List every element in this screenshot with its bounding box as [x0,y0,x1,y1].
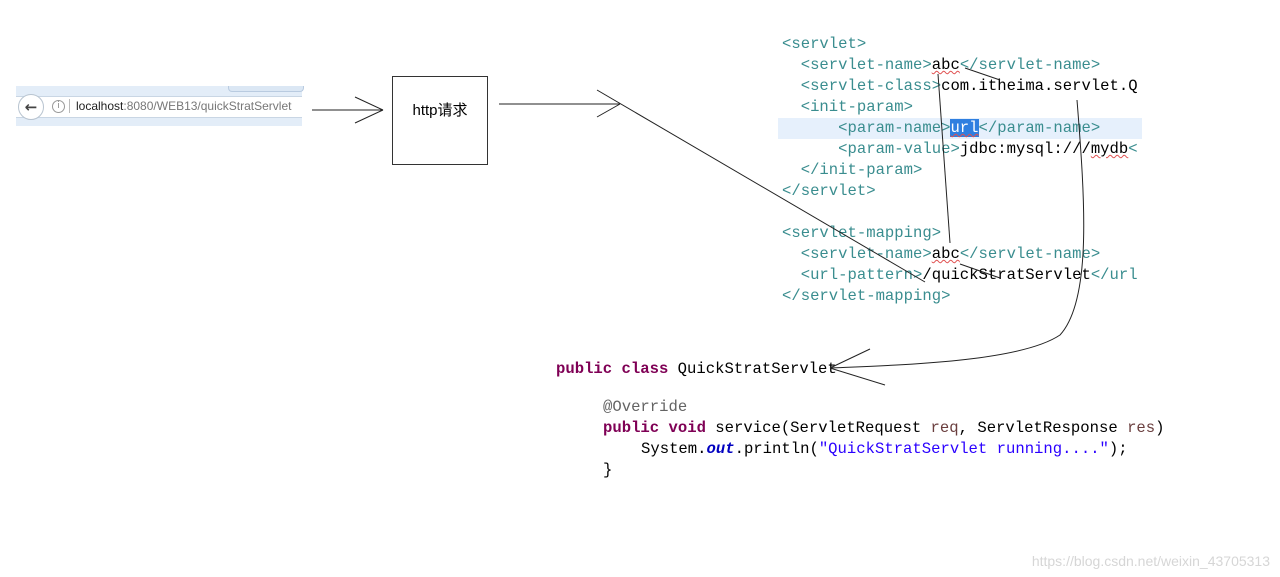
xml-line: </init-param> [782,161,923,179]
xml-line: </servlet> [782,182,876,200]
info-icon[interactable]: i [52,100,65,113]
java-line: System.out.println("QuickStratServlet ru… [641,440,1128,458]
java-line: @Override [603,398,688,416]
xml-line: </servlet-mapping> [782,287,951,305]
url-bar[interactable]: ← i localhost:8080/WEB13/quickStratServl… [16,94,302,120]
watermark: https://blog.csdn.net/weixin_43705313 [1031,553,1270,569]
xml-line: <servlet-name>abc</servlet-name> [782,245,1101,263]
arrow-class-to-java [829,99,1085,369]
xml-line-highlighted: <param-name>url</param-name> [778,118,1142,139]
arrowhead [829,367,886,386]
arrow-url-to-request [312,96,384,124]
xml-line: <init-param> [782,98,914,116]
xml-line: <servlet> [782,35,867,53]
arrow-left-icon[interactable]: ← [18,94,44,120]
url-text[interactable]: localhost:8080/WEB13/quickStratServlet [76,99,292,113]
java-line: public class QuickStratServlet [556,360,837,378]
browser-address-bar: ← i localhost:8080/WEB13/quickStratServl… [16,86,304,126]
separator [69,99,70,113]
web-xml-snippet: <servlet> <servlet-name>abc</servlet-nam… [778,34,1142,307]
java-class-snippet: public class QuickStratServlet @Override… [556,359,1165,481]
link-servlet-name [937,73,951,244]
xml-line: <url-pattern>/quickStratServlet</url [782,266,1138,284]
java-line: public void service(ServletRequest req, … [603,419,1165,437]
arrow-request-to-mapping [499,89,926,283]
browser-tab-edge [228,86,304,92]
xml-line: <servlet-mapping> [782,224,942,242]
link-abc-pattern [959,263,1001,279]
xml-line: <param-value>jdbc:mysql:///mydb< [782,140,1138,158]
xml-line: <servlet-class>com.itheima.servlet.Q [782,77,1138,95]
java-line: } [603,461,613,479]
http-request-box: http请求 [392,76,488,165]
http-request-label: http请求 [412,102,468,119]
xml-line: <servlet-name>abc</servlet-name> [782,56,1101,74]
arrowhead [829,348,871,369]
link-abc-class [964,67,1001,81]
